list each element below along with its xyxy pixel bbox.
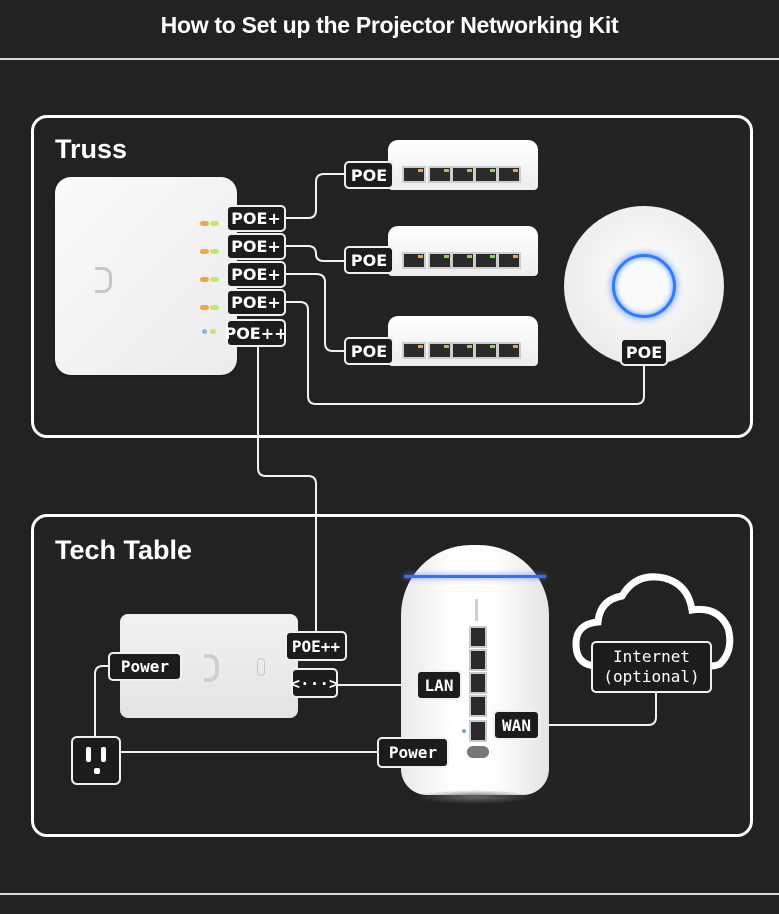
- wire-wan-internet: [540, 692, 657, 726]
- wire-outlet-injector-power: [94, 665, 110, 737]
- header-divider: [0, 58, 779, 60]
- ubiquiti-logo-icon: [204, 654, 219, 682]
- switch-3-poe-label: POE: [344, 337, 394, 365]
- flex-switch-device: [55, 177, 237, 375]
- mini-switch-3: [388, 316, 538, 366]
- cloud-icon: [572, 573, 734, 670]
- port-label-poe-plus-2: POE+: [226, 233, 286, 260]
- router-wan-label: WAN: [493, 710, 540, 740]
- switch-1-poe-label: POE: [344, 161, 394, 189]
- wire-poe1-switch1: [286, 173, 345, 219]
- wire-poe3-switch3: [286, 273, 345, 352]
- port-label-poe-plus-4: POE+: [226, 289, 286, 316]
- router-power-label: Power: [377, 737, 449, 768]
- port-label-poe-plus-3: POE+: [226, 261, 286, 288]
- ethernet-icon: <···>: [290, 668, 339, 698]
- wire-poe2-switch2: [286, 245, 345, 262]
- injector-power-label: Power: [108, 652, 182, 681]
- injector-poe-out-label: POE++: [285, 631, 347, 661]
- wire-poe4-ap: [286, 301, 645, 405]
- wire-poepp-injector: [257, 346, 317, 632]
- internet-label: Internet (optional): [591, 641, 712, 693]
- page-title: How to Set up the Projector Networking K…: [160, 12, 619, 38]
- mini-switch-1: [388, 140, 538, 190]
- tech-table-title: Tech Table: [55, 535, 193, 565]
- internet-label-line2: (optional): [603, 667, 700, 686]
- port-label-poe-plus-plus: POE++: [224, 319, 288, 347]
- port-label-poe-plus-1: POE+: [226, 205, 286, 232]
- footer-divider: [0, 893, 779, 895]
- ubiquiti-logo-icon: [95, 267, 112, 293]
- us-power-outlet-icon: [71, 736, 121, 785]
- router-shadow: [415, 790, 535, 804]
- tech-table-panel: [31, 514, 753, 837]
- mini-switch-2: [388, 226, 538, 276]
- internet-label-line1: Internet: [612, 647, 691, 666]
- switch-2-poe-label: POE: [344, 246, 394, 274]
- access-point-poe-label: POE: [620, 338, 668, 366]
- router-lan-label: LAN: [416, 670, 462, 700]
- truss-title: Truss: [55, 134, 128, 164]
- truss-panel: [31, 115, 753, 438]
